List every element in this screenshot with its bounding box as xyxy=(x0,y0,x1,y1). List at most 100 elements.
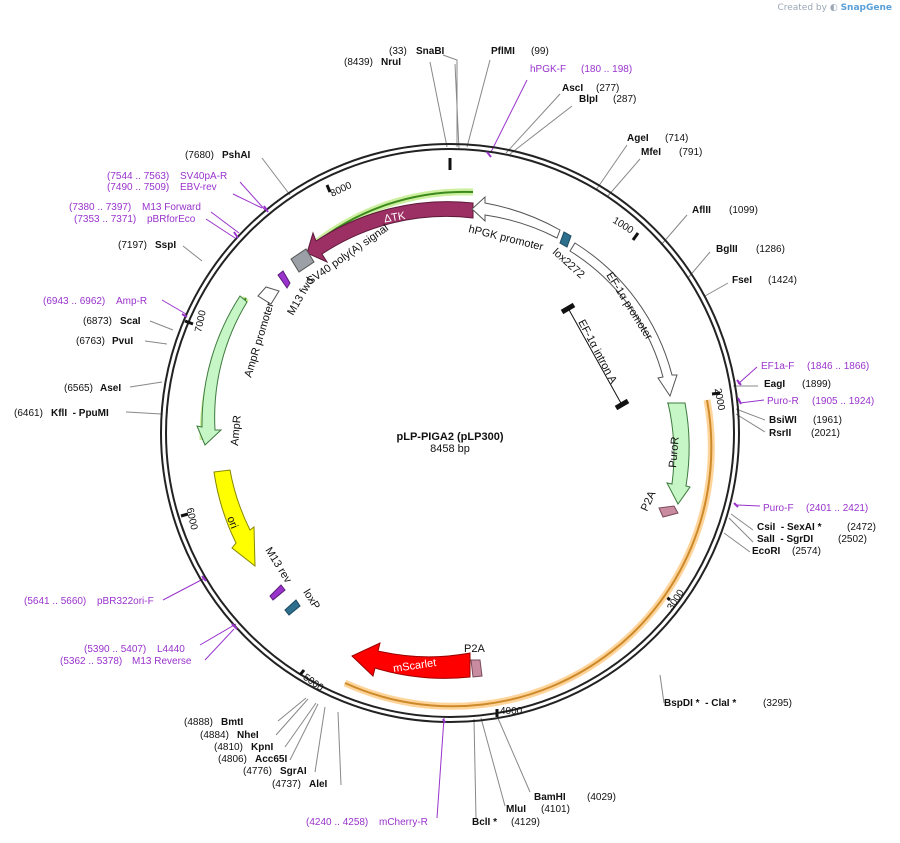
feature-m13rev[interactable] xyxy=(269,584,286,601)
feature-label-ef1a-intron: EF-1α intron A xyxy=(575,318,619,387)
enzyme-acc65i: Acc65I xyxy=(255,754,287,765)
enzyme-pos-sspi: (7197) xyxy=(118,240,147,251)
credit-prefix: Created by xyxy=(777,3,827,13)
tick-label-8000: 8000 xyxy=(329,180,354,200)
feature-label-puror: PuroR xyxy=(667,436,682,468)
enzyme-nrui: NruI xyxy=(381,57,401,68)
enzyme-pos-mfei: (791) xyxy=(679,147,702,158)
enzyme-pos-bglii: (1286) xyxy=(756,244,785,255)
feature-p2a-1[interactable] xyxy=(658,505,679,518)
primer-leader-lines xyxy=(161,79,765,819)
enzyme-pos-pvui: (6763) xyxy=(76,336,105,347)
feature-ef1a-promoter[interactable] xyxy=(569,242,678,398)
enzyme-fsei: FseI xyxy=(732,275,752,286)
feature-ampr-promoter[interactable] xyxy=(257,286,280,305)
enzyme-eagi: EagI xyxy=(764,379,785,390)
primer-puro-r: Puro-R xyxy=(767,396,799,407)
primer-range-pbrforeco: (7353 .. 7371) xyxy=(74,214,136,225)
primer-ticks xyxy=(181,151,742,724)
feature-label-m13fwd: M13 fwd xyxy=(285,275,316,317)
feature-loxp[interactable] xyxy=(284,599,301,616)
primer-pbr322ori-f: pBR322ori-F xyxy=(97,596,154,607)
primer-range-m13-reverse: (5362 .. 5378) xyxy=(60,656,122,667)
primer-range-ebv-rev: (7490 .. 7509) xyxy=(107,182,169,193)
enzyme-pos-sgrai: (4776) xyxy=(243,766,272,777)
primer-mcherry-r: mCherry-R xyxy=(379,817,428,828)
snapgene-credit: Created by ◐ SnapGene xyxy=(777,3,892,13)
feature-label-ampr: AmpR xyxy=(229,415,244,447)
enzyme-pos-scai: (6873) xyxy=(83,316,112,327)
primer-range-pbr322ori-f: (5641 .. 5660) xyxy=(24,596,86,607)
enzyme-blpi: BlpI xyxy=(579,94,598,105)
enzyme-pos-asei: (6565) xyxy=(64,383,93,394)
primer-puro-f: Puro-F xyxy=(763,503,794,514)
enzyme-labels: (33) SnaBI (8439) NruI PflMI (99) AscI (… xyxy=(14,46,876,828)
tick-label-1000: 1000 xyxy=(610,215,635,236)
enzyme-pos-kfli: (6461) xyxy=(14,408,43,419)
feature-dtk[interactable] xyxy=(306,201,474,264)
enzyme-pos-bcli: (4129) xyxy=(511,817,540,828)
primer-range-l4440: (5390 .. 5407) xyxy=(84,644,146,655)
enzyme-kfli-ppumi: KflI - PpuMI xyxy=(51,408,109,419)
feature-m13fwd[interactable] xyxy=(277,270,291,289)
enzyme-bspdi-clai: BspDI * - ClaI * xyxy=(664,698,736,709)
feature-hpgk[interactable] xyxy=(471,195,561,239)
enzyme-mfei: MfeI xyxy=(641,147,661,158)
enzyme-pos-rsrii: (2021) xyxy=(811,428,840,439)
enzyme-sspi: SspI xyxy=(155,240,176,251)
enzyme-pos-bsiwi: (1961) xyxy=(813,415,842,426)
primer-range-ef1a-f: (1846 .. 1866) xyxy=(807,361,869,372)
enzyme-bamhi: BamHI xyxy=(534,792,566,803)
feature-label-loxp: loxP xyxy=(300,587,322,612)
feature-mscarlet[interactable] xyxy=(351,642,471,679)
enzyme-aflii: AflII xyxy=(692,205,711,216)
feature-label-mscarlet: mScarlet xyxy=(392,657,437,675)
backbone-outer xyxy=(165,148,735,718)
enzyme-pos-nhei: (4884) xyxy=(200,730,229,741)
primer-ef1a-f: EF1a-F xyxy=(761,361,794,372)
enzyme-alei: AleI xyxy=(309,779,328,790)
enzyme-pos-kpni: (4810) xyxy=(214,742,243,753)
primer-ebv-rev: EBV-rev xyxy=(180,182,217,193)
feature-puror[interactable] xyxy=(666,402,691,505)
feature-ampr[interactable] xyxy=(196,295,248,446)
enzyme-nhei: NheI xyxy=(237,730,259,741)
enzyme-bmti: BmtI xyxy=(221,717,243,728)
feature-ori[interactable] xyxy=(213,469,256,568)
enzyme-pos-eagi: (1899) xyxy=(802,379,831,390)
primer-sv40pa-r: SV40pA-R xyxy=(180,171,227,182)
enzyme-leader-lines xyxy=(125,54,766,819)
enzyme-pos-alei: (4737) xyxy=(272,779,301,790)
cassette-highlight-line xyxy=(344,399,713,708)
primer-pbrforeco: pBRforEco xyxy=(147,214,196,225)
primer-range-mcherry-r: (4240 .. 4258) xyxy=(306,817,368,828)
feature-label-dtk: ΔTK xyxy=(383,210,407,226)
feature-p2a-2[interactable] xyxy=(470,659,483,678)
feature-label-ef1a-promoter: EF-1α promoter xyxy=(603,270,654,342)
backbone-inner xyxy=(160,143,740,723)
feature-ef1a-intron[interactable] xyxy=(560,302,630,411)
enzyme-pos-agei: (714) xyxy=(665,133,688,144)
primer-l4440: L4440 xyxy=(157,644,185,655)
tick-label-5000: 5000 xyxy=(301,672,326,694)
feature-sv40[interactable] xyxy=(290,248,315,273)
enzyme-csii-sexai: CsiI - SexAI * xyxy=(757,522,822,533)
enzyme-pos-snabi: (33) xyxy=(389,46,407,57)
primer-range-hpgk-f: (180 .. 198) xyxy=(581,64,632,75)
enzyme-pos-bamhi: (4029) xyxy=(587,792,616,803)
feature-lox2272[interactable] xyxy=(559,231,572,248)
plasmid-size: 8458 bp xyxy=(430,443,470,455)
feature-label-p2a-2: P2A xyxy=(464,643,485,655)
enzyme-pos-nrui: (8439) xyxy=(344,57,373,68)
primer-range-puro-r: (1905 .. 1924) xyxy=(812,396,874,407)
plasmid-name: pLP-PIGA2 (pLP300) xyxy=(397,431,504,443)
primer-range-amp-r: (6943 .. 6962) xyxy=(43,296,105,307)
enzyme-pos-csii-sexai: (2472) xyxy=(847,522,876,533)
primer-m13-forward: M13 Forward xyxy=(142,202,201,213)
enzyme-pos-mlui: (4101) xyxy=(541,804,570,815)
primer-labels: hPGK-F (180 .. 198) EF1a-F (1846 .. 1866… xyxy=(24,64,874,828)
enzyme-pos-pflmi: (99) xyxy=(531,46,549,57)
enzyme-rsrii: RsrII xyxy=(769,428,791,439)
